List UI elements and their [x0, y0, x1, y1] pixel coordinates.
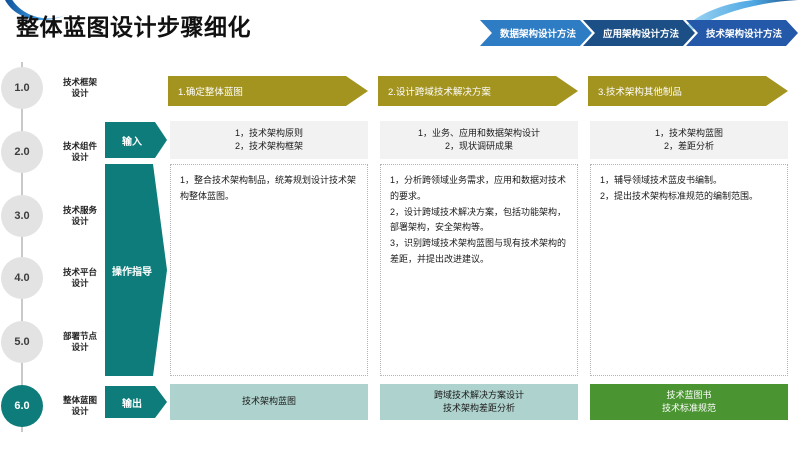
column-header-2: 2.设计跨域技术解决方案: [378, 76, 578, 106]
output-line: 技术架构差距分析: [442, 403, 515, 413]
column-header-label: 2.设计跨域技术解决方案: [388, 87, 491, 98]
input-cell-1: 1，技术架构原则 2，技术架构框架: [170, 121, 368, 159]
tab-application-architecture[interactable]: 应用架构设计方法: [583, 20, 695, 46]
step-number: 5.0: [1, 321, 43, 363]
tab-technology-architecture[interactable]: 技术架构设计方法: [686, 20, 798, 46]
guidance-cell-3: 1，辅导领域技术蓝皮书编制。 2，提出技术架构标准规范的编制范围。: [590, 164, 788, 376]
step-number: 4.0: [1, 257, 43, 299]
tab-label: 数据架构设计方法: [499, 29, 576, 40]
step-label: 部署节点设计: [62, 331, 97, 352]
step-number: 3.0: [1, 195, 43, 237]
input-line: 1，业务、应用和数据架构设计: [417, 127, 540, 138]
row-label-output: 输出: [105, 386, 167, 418]
input-line: 2，技术架构框架: [234, 141, 303, 151]
step-rail-line: [21, 62, 23, 432]
step-label: 技术组件设计: [62, 141, 97, 162]
output-line: 技术标准规范: [661, 403, 716, 413]
step-number: 6.0: [1, 385, 43, 427]
guidance-item: 3，识别跨域技术架构蓝图与现有技术架构的差距，并提出改进建议。: [390, 238, 567, 264]
tab-data-architecture[interactable]: 数据架构设计方法: [480, 20, 592, 46]
guidance-cell-1: 1，整合技术架构制品，统筹规划设计技术架构整体蓝图。: [170, 164, 368, 376]
step-number: 2.0: [1, 131, 43, 173]
input-line: 1，技术架构原则: [234, 127, 303, 138]
input-line: 2，差距分析: [663, 141, 714, 151]
step-label: 技术服务设计: [62, 205, 97, 226]
guidance-cell-2: 1，分析跨领域业务需求，应用和数据对技术的要求。 2，设计跨域技术解决方案，包括…: [380, 164, 578, 376]
sidebar-step-6[interactable]: 6.0 整体蓝图设计: [0, 384, 118, 428]
row-label-guidance: 操作指导: [105, 164, 167, 376]
sidebar-step-5[interactable]: 5.0 部署节点设计: [0, 320, 118, 364]
tab-label: 应用架构设计方法: [602, 29, 679, 40]
output-cell-3: 技术蓝图书 技术标准规范: [590, 384, 788, 420]
input-line: 2，现状调研成果: [444, 141, 513, 151]
column-header-1: 1.确定整体蓝图: [168, 76, 368, 106]
output-cell-1: 技术架构蓝图: [170, 384, 368, 420]
sidebar-step-1[interactable]: 1.0 技术框架设计: [0, 66, 118, 110]
guidance-item: 1，分析跨领域业务需求，应用和数据对技术的要求。: [390, 175, 567, 201]
step-label: 整体蓝图设计: [62, 395, 97, 416]
column-header-label: 1.确定整体蓝图: [178, 87, 243, 98]
input-line: 1，技术架构蓝图: [654, 127, 723, 138]
step-label: 技术框架设计: [62, 77, 97, 98]
column-header-label: 3.技术架构其他制品: [598, 87, 682, 98]
sidebar-step-2[interactable]: 2.0 技术组件设计: [0, 130, 118, 174]
input-cell-3: 1，技术架构蓝图 2，差距分析: [590, 121, 788, 159]
row-label-text: 输出: [122, 398, 142, 410]
row-label-input: 输入: [105, 122, 167, 158]
guidance-item: 2，设计跨域技术解决方案，包括功能架构，部署架构，安全架构等。: [390, 206, 567, 233]
tab-label: 技术架构设计方法: [705, 29, 782, 40]
output-line: 技术架构蓝图: [241, 396, 296, 407]
sidebar-step-4[interactable]: 4.0 技术平台设计: [0, 256, 118, 300]
page-title: 整体蓝图设计步骤细化: [16, 14, 251, 40]
output-line: 跨域技术解决方案设计: [433, 389, 524, 400]
guidance-item: 1，辅导领域技术蓝皮书编制。: [600, 175, 723, 185]
input-cell-2: 1，业务、应用和数据架构设计 2，现状调研成果: [380, 121, 578, 159]
output-cell-2: 跨域技术解决方案设计 技术架构差距分析: [380, 384, 578, 420]
row-label-text: 操作指导: [112, 266, 152, 278]
step-label: 技术平台设计: [62, 267, 97, 288]
sidebar-step-3[interactable]: 3.0 技术服务设计: [0, 194, 118, 238]
top-nav-tabs: 数据架构设计方法 应用架构设计方法 技术架构设计方法: [480, 20, 798, 46]
guidance-item: 1，整合技术架构制品，统筹规划设计技术架构整体蓝图。: [180, 175, 357, 201]
output-line: 技术蓝图书: [666, 389, 712, 400]
guidance-item: 2，提出技术架构标准规范的编制范围。: [600, 190, 759, 201]
step-number: 1.0: [1, 67, 43, 109]
row-label-text: 输入: [122, 136, 142, 148]
column-header-3: 3.技术架构其他制品: [588, 76, 788, 106]
